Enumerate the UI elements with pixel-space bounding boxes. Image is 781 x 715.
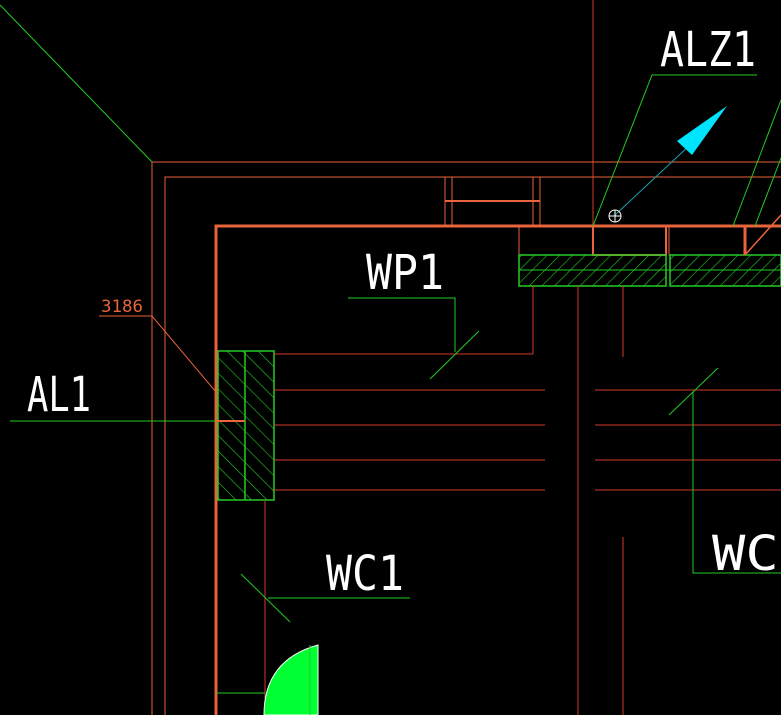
label-wc1: WC1: [326, 546, 404, 602]
half-dome-fixture-icon: [216, 644, 319, 715]
al1-panel-box: [216, 350, 275, 501]
building-outline: [151, 161, 781, 715]
wc2-leader: [668, 367, 781, 574]
diagonal-wall-line: [744, 214, 781, 256]
circuit-wires: [264, 353, 781, 715]
label-wc2: WC2: [712, 526, 781, 582]
dimension-leader: [99, 315, 217, 393]
riser-wires: [532, 286, 624, 715]
alz1-panel-box: [518, 225, 781, 287]
label-alz1: ALZ1: [660, 22, 756, 78]
alz1-leader: [592, 74, 781, 227]
label-al1: AL1: [27, 367, 91, 423]
crosshair-circle-icon: [608, 209, 622, 223]
label-dimension-3186: 3186: [101, 297, 143, 317]
wp1-leader: [348, 297, 480, 380]
wc1-leader: [240, 573, 410, 623]
label-wp1: WP1: [366, 245, 444, 301]
corner-diagonal-line: [0, 4, 153, 163]
arrow-icon: [613, 106, 727, 217]
